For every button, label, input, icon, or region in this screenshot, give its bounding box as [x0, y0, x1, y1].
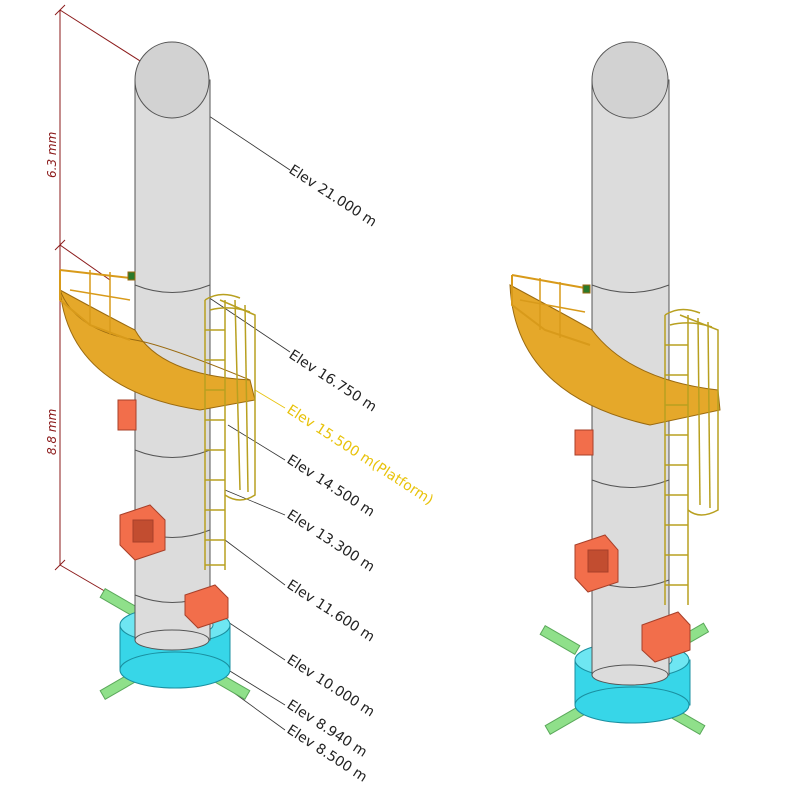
elevation-label: Elev 16.750 m: [286, 347, 380, 416]
dimension-upper-label: 6.3 mm: [45, 132, 59, 178]
left-view: 6.3 mm 8.8 mm: [45, 4, 436, 786]
right-view: [509, 41, 721, 736]
platform: [59, 269, 256, 411]
elevation-label: Elev 11.600 m: [284, 577, 378, 646]
nozzles: [117, 399, 229, 629]
elevation-label-platform: Elev 15.500 m(Platform): [284, 402, 436, 509]
nozzles: [574, 429, 691, 663]
leader-lines: [199, 109, 291, 731]
ladder: [664, 308, 719, 605]
ladder: [204, 293, 256, 570]
platform: [509, 274, 721, 426]
elevation-label: Elev 21.000 m: [286, 162, 380, 231]
elevation-label: Elev 13.300 m: [284, 507, 378, 576]
elevation-labels: Elev 21.000 m Elev 16.750 m Elev 15.500 …: [284, 162, 436, 786]
dimension-lower-label: 8.8 mm: [45, 409, 59, 455]
